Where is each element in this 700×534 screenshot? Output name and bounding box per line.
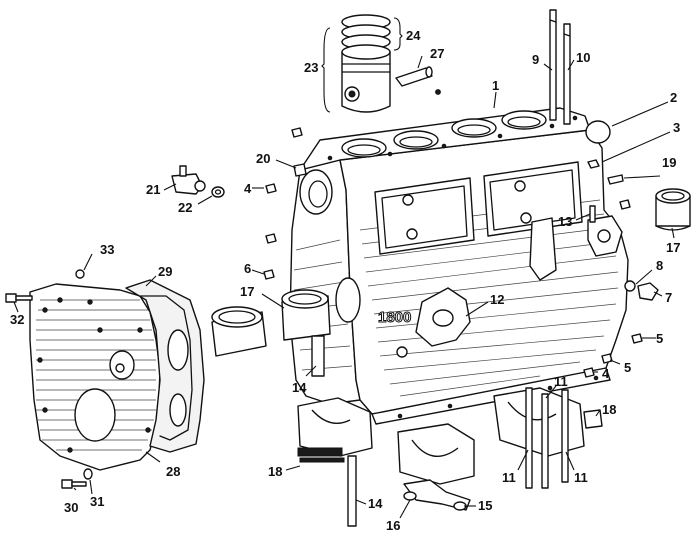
head-studs xyxy=(549,9,571,125)
callout-19: 19 xyxy=(662,155,676,170)
callout-11a: 11 xyxy=(554,374,568,389)
callout-4a: 4 xyxy=(244,181,252,196)
front-plate-gasket xyxy=(125,279,205,453)
callout-9: 9 xyxy=(532,52,539,67)
callout-31: 31 xyxy=(90,494,104,509)
plug-top-left xyxy=(291,127,303,138)
callout-16: 16 xyxy=(386,518,400,533)
nut-33 xyxy=(75,269,85,279)
plug-5a xyxy=(631,333,643,344)
callout-27: 27 xyxy=(430,46,444,61)
callout-1: 1 xyxy=(492,78,499,93)
callout-13: 13 xyxy=(558,214,572,229)
washer-31 xyxy=(83,468,93,480)
core-plug xyxy=(585,120,611,144)
callout-30: 30 xyxy=(64,500,78,515)
callout-2: 2 xyxy=(670,90,677,105)
callout-6: 6 xyxy=(244,261,251,276)
callout-18a: 18 xyxy=(268,464,282,479)
callout-18b: 18 xyxy=(602,402,616,417)
callout-5a: 5 xyxy=(656,331,663,346)
callout-21: 21 xyxy=(146,182,160,197)
leader-lines xyxy=(13,55,675,519)
callout-24: 24 xyxy=(406,28,421,43)
drain-tap xyxy=(171,165,206,195)
camshaft-bearing-rear xyxy=(655,188,691,231)
plug-4b xyxy=(583,367,595,378)
main-bearing-cap-front xyxy=(297,397,373,527)
callout-17b: 17 xyxy=(666,240,680,255)
plug-6 xyxy=(263,269,275,280)
cylinder-block: 1800 xyxy=(289,107,629,425)
callout-23: 23 xyxy=(304,60,318,75)
piston-assembly xyxy=(321,14,403,113)
callout-14b: 14 xyxy=(368,496,383,511)
plug-small xyxy=(619,199,631,210)
callout-32: 32 xyxy=(10,312,24,327)
callout-3: 3 xyxy=(673,120,680,135)
callout-5b: 5 xyxy=(624,360,631,375)
callout-17a: 17 xyxy=(240,284,254,299)
plug-4a xyxy=(265,183,277,194)
blanking-plug xyxy=(587,159,600,169)
relief-valve-cap xyxy=(624,280,659,301)
oil-pipe-14a xyxy=(311,335,325,377)
callout-8: 8 xyxy=(656,258,663,273)
plug-20 xyxy=(293,163,307,177)
callout-28: 28 xyxy=(166,464,180,479)
main-bearing-cap-centre xyxy=(397,423,475,511)
callout-11c: 11 xyxy=(574,470,588,485)
callout-22: 22 xyxy=(178,200,192,215)
callout-7: 7 xyxy=(665,290,672,305)
plug-left-mid xyxy=(265,233,277,244)
callout-12: 12 xyxy=(490,292,504,307)
callout-15: 15 xyxy=(478,498,492,513)
callout-labels: 1 2 3 4 4 5 5 6 7 8 9 10 11 11 11 12 13 … xyxy=(10,28,680,533)
camshaft-bearing-front xyxy=(211,306,267,357)
camshaft-bearing-centre xyxy=(281,289,331,341)
callout-20: 20 xyxy=(256,151,270,166)
callout-10: 10 xyxy=(576,50,590,65)
bolt-30 xyxy=(61,479,87,489)
gudgeon-pin xyxy=(395,66,441,95)
cast-marking: 1800 xyxy=(378,309,411,326)
oil-gallery-plug xyxy=(607,174,624,185)
main-bearing-cap-rear xyxy=(493,387,603,489)
callout-33: 33 xyxy=(100,242,114,257)
dowel xyxy=(589,205,596,223)
callout-4b: 4 xyxy=(602,366,610,381)
tap-washer-hole xyxy=(214,189,222,195)
bolt-32 xyxy=(5,293,33,303)
tap-washer xyxy=(211,186,225,198)
front-plate xyxy=(29,283,161,471)
plug-5b xyxy=(601,353,613,364)
callout-14a: 14 xyxy=(292,380,307,395)
callout-29: 29 xyxy=(158,264,172,279)
callout-11b: 11 xyxy=(502,470,516,485)
